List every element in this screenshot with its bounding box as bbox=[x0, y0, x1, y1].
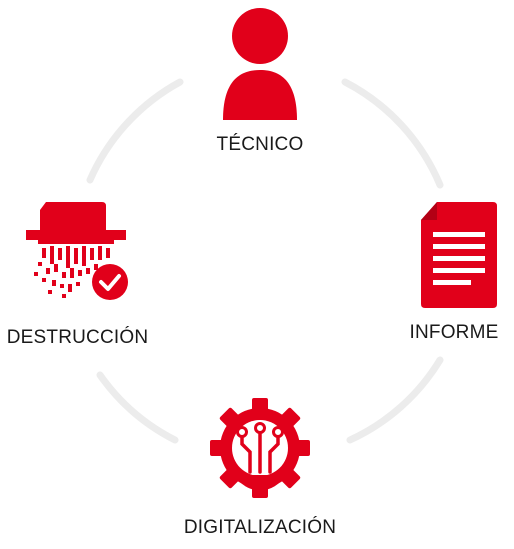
step-label: INFORME bbox=[409, 322, 499, 343]
document-icon bbox=[421, 202, 497, 308]
ring-arc-top-right bbox=[341, 78, 444, 189]
step-label: TÉCNICO bbox=[216, 134, 304, 155]
gear-circuit-icon bbox=[210, 398, 310, 498]
ring-arc-top-left bbox=[86, 78, 184, 184]
ring-arc-bottom-left bbox=[96, 371, 179, 444]
step-label: DESTRUCCIÓN bbox=[6, 327, 149, 348]
person-icon bbox=[223, 8, 297, 120]
shredder-check-icon bbox=[26, 202, 128, 300]
step-label: DIGITALIZACIÓN bbox=[183, 517, 337, 538]
ring-arc-bottom-right bbox=[346, 356, 444, 444]
